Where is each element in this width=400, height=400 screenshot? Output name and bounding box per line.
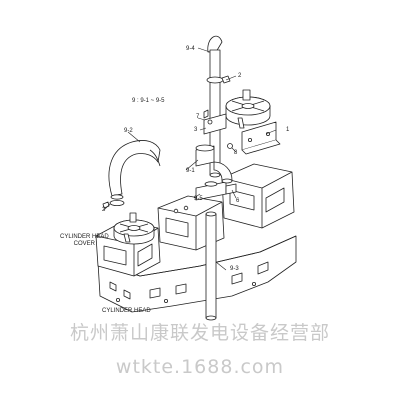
cover-label-line2: COVER xyxy=(73,240,96,247)
callout-7: 7 xyxy=(196,114,200,120)
bracket-plate xyxy=(241,121,281,155)
callout-8: 8 xyxy=(234,150,238,156)
callout-2-lower: 2 xyxy=(102,207,106,213)
cylinder-head-block xyxy=(97,235,297,313)
elbow-connector xyxy=(213,161,233,184)
cover-label-line1: CYLINDER HEAD xyxy=(60,234,109,240)
cylinder-head-label: CYLINDER HEAD xyxy=(102,308,151,314)
callout-9-5: 9-5 xyxy=(194,196,203,202)
callout-1: 1 xyxy=(286,127,290,133)
hose-clamp-upper xyxy=(206,75,231,84)
cylinder-head-cover-right xyxy=(221,163,295,229)
callout-3: 3 xyxy=(194,127,198,133)
pipe-clip-assembly xyxy=(203,109,233,149)
curved-hose xyxy=(108,140,161,200)
hose-clamp-lower xyxy=(102,199,125,209)
drain-pipe-lower xyxy=(205,211,217,321)
leader-lines xyxy=(103,47,277,271)
callout-6: 6 xyxy=(236,198,240,204)
group-label: 9 : 9-1 ~ 9-5 xyxy=(132,98,165,104)
callout-9-3: 9-3 xyxy=(230,266,239,272)
watermark-url: wtkte.1688.com xyxy=(115,356,285,378)
breather-disc-left xyxy=(113,212,155,245)
callout-9-2: 9-2 xyxy=(124,128,133,134)
watermark-company-name: 杭州萧山康联发电设备经营部 xyxy=(69,322,330,344)
cylinder-head-cover-label: CYLINDER HEAD COVER xyxy=(60,234,109,248)
callout-9-1: 9-1 xyxy=(186,168,195,174)
breather-disc-right xyxy=(225,89,271,129)
callout-2-upper: 2 xyxy=(238,73,242,79)
callout-9-4: 9-4 xyxy=(186,46,195,52)
